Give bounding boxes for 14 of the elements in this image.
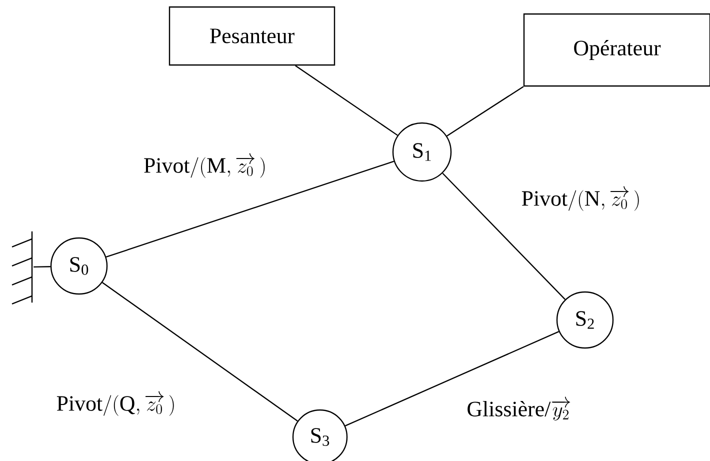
link-line (102, 282, 298, 422)
link-line (446, 86, 524, 136)
link-line (345, 331, 560, 426)
ground-symbol (12, 231, 33, 305)
link-line (106, 160, 394, 258)
action-box: Pesanteur (168, 6, 336, 66)
edge-label: $\mathrm{Pivot/(N,}\,\overrightarrow{z_{0}}\,\mathrm{)}$ (520, 186, 642, 212)
action-box: Opérateur (523, 13, 710, 87)
link-line (442, 172, 566, 300)
edge-label: $\mathrm{Pivot/(M,}\,\overrightarrow{z_{0}}\,\mathrm{)}$ (142, 153, 268, 179)
link-line (295, 65, 398, 136)
edge-label: $\text{Glissière/}\overrightarrow{y_{2}}$ (466, 396, 572, 422)
link-line (34, 266, 50, 268)
edge-label: $\mathrm{Pivot/(Q,}\,\overrightarrow{z_{0}}\,\mathrm{)}$ (55, 391, 177, 417)
